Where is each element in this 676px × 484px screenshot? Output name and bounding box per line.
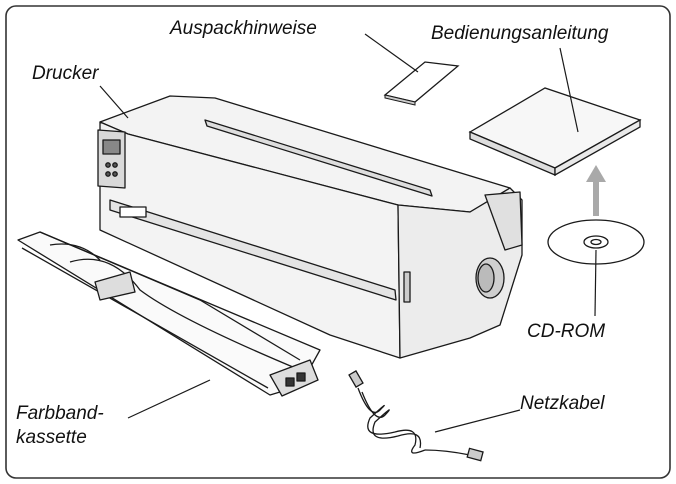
leader-unpacking-notes bbox=[364, 33, 419, 73]
cdrom-to-manual-arrow bbox=[586, 165, 606, 216]
label-ribbon-line1: Farbband- bbox=[16, 403, 104, 424]
label-manual: Bedienungsanleitung bbox=[431, 23, 609, 44]
leader-lines bbox=[99, 33, 597, 433]
label-ribbon-line2: kassette bbox=[16, 427, 87, 448]
manual-book bbox=[468, 87, 642, 177]
leader-cdrom bbox=[594, 249, 597, 317]
leader-printer bbox=[99, 85, 129, 119]
printer-control-panel bbox=[97, 129, 126, 189]
label-printer: Drucker bbox=[32, 63, 99, 84]
power-cable-drawing bbox=[348, 370, 484, 462]
leader-power-cable bbox=[434, 409, 521, 433]
label-unpacking-notes: Auspackhinweise bbox=[170, 18, 317, 39]
label-power-cable: Netzkabel bbox=[520, 393, 605, 414]
printer-drawing bbox=[97, 95, 523, 359]
leader-ribbon bbox=[127, 379, 211, 419]
leader-manual bbox=[559, 47, 579, 133]
label-cdrom: CD-ROM bbox=[527, 321, 606, 342]
ribbon-cassette-drawing bbox=[17, 231, 321, 397]
unpacking-notes-card bbox=[383, 61, 460, 106]
